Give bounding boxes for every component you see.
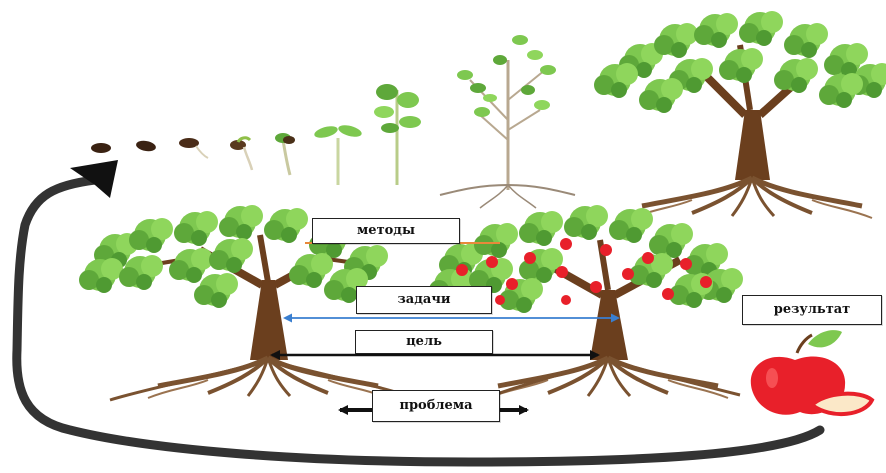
methods-label: методы <box>312 218 460 244</box>
sprouting-seed-icon <box>179 138 208 158</box>
seed-icon <box>91 143 111 153</box>
apple-icon <box>751 330 872 415</box>
mature-tree-icon <box>594 11 886 218</box>
goal-label: цель <box>355 330 493 354</box>
sprouting-seed-icon <box>230 138 252 170</box>
sprout-icon <box>313 123 363 185</box>
seedling-icon <box>374 84 421 185</box>
problem-label: проблема <box>372 390 500 422</box>
sapling-icon <box>440 35 575 208</box>
result-label: результат <box>742 295 882 325</box>
seed-icon <box>135 139 156 152</box>
tasks-label: задачи <box>356 286 492 314</box>
sprout-icon <box>275 133 295 175</box>
